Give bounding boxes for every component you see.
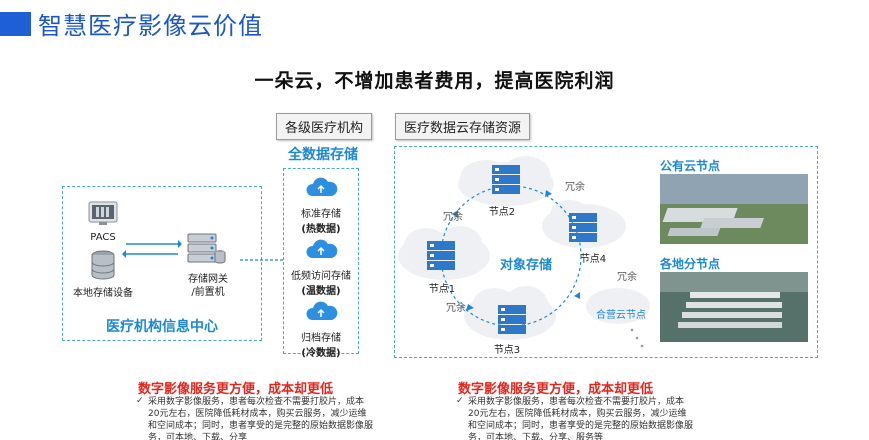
storage-item-cold: 归档存储 (冷数据): [286, 300, 356, 359]
node-2-label: 节点2: [488, 207, 516, 218]
database-icon: [91, 250, 115, 280]
server-icon: [492, 165, 520, 194]
redundancy-label: 冗余: [446, 303, 466, 314]
right-benefit-block: ✓ 采用数字影像服务，患者每次检查不需要打胶片，成本20元左右，医院降低耗材成本…: [456, 396, 696, 440]
public-node-photo: [660, 174, 808, 244]
node-3-label: 节点3: [493, 345, 521, 356]
left-benefit-block: ✓ 采用数字影像服务，患者每次检查不需要打胶片，成本20元左右，医院降低耗材成本…: [136, 396, 376, 440]
title-accent-bar: [0, 12, 31, 36]
object-storage-label: 对象存储: [500, 258, 553, 273]
redundancy-label: 冗余: [617, 272, 637, 283]
pacs-label: PACS: [90, 232, 116, 243]
storage-column: [283, 168, 359, 354]
medical-info-center-title: 医疗机构信息中心: [106, 319, 218, 335]
storage-item-warm: 低频访问存储 (温数据): [286, 238, 356, 297]
storage-item-hot: 标准存储 (热数据): [286, 176, 356, 235]
server-icon: [569, 213, 597, 242]
headline: 一朵云，不增加患者费用，提高医院利润: [254, 70, 615, 92]
cloud-storage-icon: [306, 239, 338, 258]
bidirectional-arrow-icon: [122, 240, 182, 258]
check-icon: ✓: [136, 396, 144, 406]
check-icon: ✓: [456, 396, 464, 406]
node-1-label: 节点1: [428, 284, 456, 295]
node-4-label: 节点4: [579, 254, 607, 265]
regional-node-photo: [660, 272, 808, 342]
right-benefit-heading: 数字影像服务更方便，成本却更低: [458, 382, 654, 397]
left-benefit-text: 采用数字影像服务，患者每次检查不需要打胶片，成本20元左右，医院降低耗材成本，购…: [148, 397, 374, 440]
redundancy-label: 冗余: [565, 182, 585, 193]
redundancy-label: 冗余: [443, 212, 463, 223]
local-storage-label: 本地存储设备: [73, 288, 133, 299]
cloud-storage-icon: [306, 301, 338, 320]
storage-title: 全数据存储: [288, 147, 358, 163]
partner-node-label: 合营云节点: [596, 310, 646, 321]
gateway-server-icon: [187, 233, 226, 264]
right-benefit-text: 采用数字影像服务，患者每次检查不需要打胶片，成本20元左右，医院降低耗材成本，购…: [468, 397, 694, 440]
server-icon: [427, 241, 455, 270]
gateway-label-1: 存储网关: [188, 274, 228, 285]
regional-node-label: 各地分节点: [660, 257, 721, 271]
gateway-label-2: /前置机: [191, 287, 225, 298]
server-icon: [498, 305, 526, 334]
connector-line: [240, 259, 284, 261]
public-node-label: 公有云节点: [660, 159, 721, 173]
cloud-storage-icon: [306, 177, 338, 196]
pacs-icon: [88, 201, 118, 225]
page-title: 智慧医疗影像云价值: [38, 12, 263, 40]
left-benefit-heading: 数字影像服务更方便，成本却更低: [138, 382, 334, 397]
tag-institutions: 各级医疗机构: [276, 113, 373, 140]
tag-cloud-resources: 医疗数据云存储资源: [395, 113, 531, 140]
